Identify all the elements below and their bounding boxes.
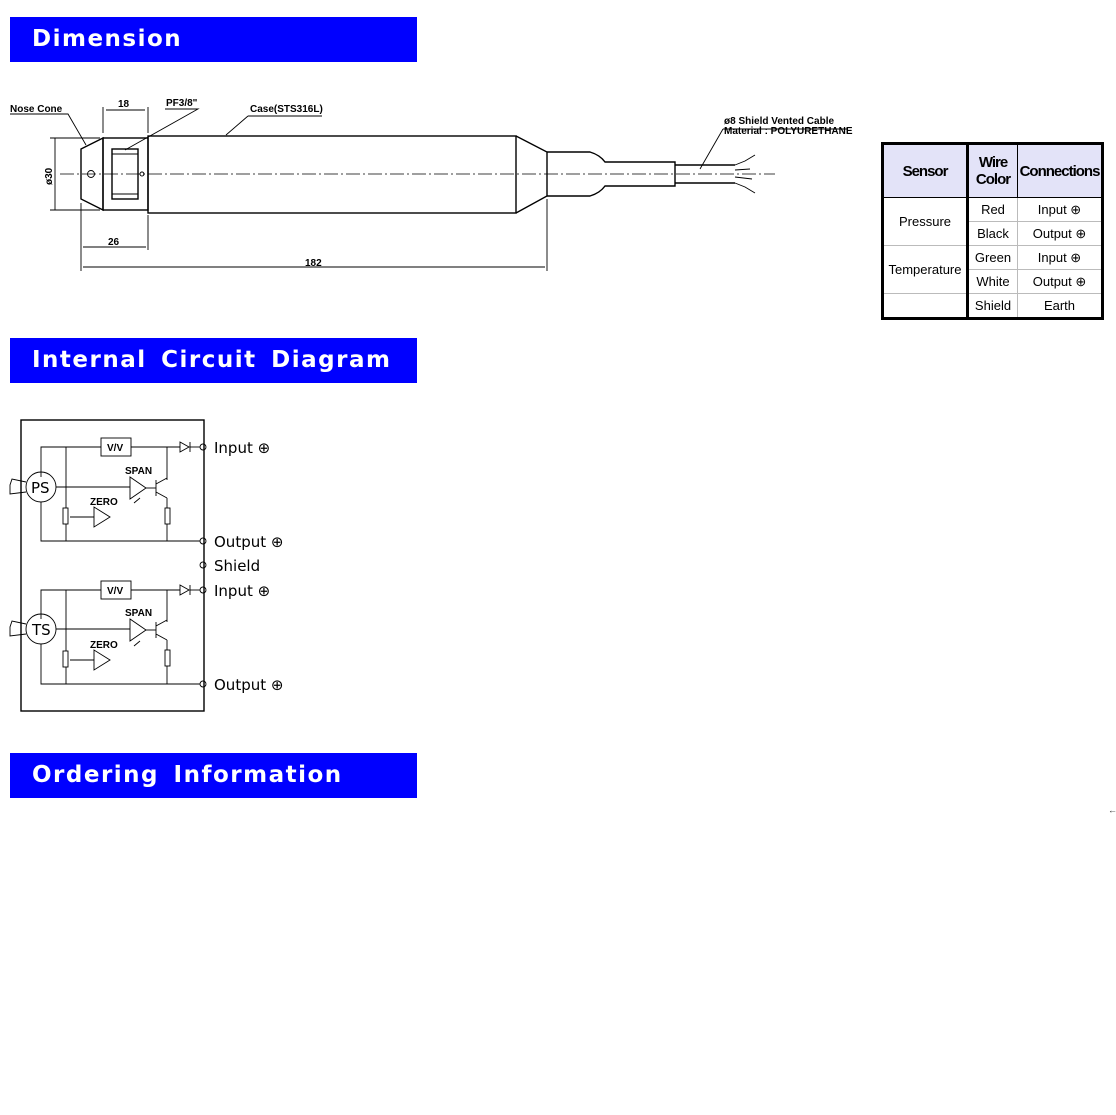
section-header-ordering: Ordering Information (10, 753, 417, 798)
svg-text:TS: TS (31, 621, 51, 639)
terminal-input-2: Input ⊕ (214, 582, 270, 600)
case-body (147, 135, 517, 214)
sensor-temperature: Temperature (882, 245, 969, 294)
label-dim-18: 18 (118, 99, 130, 110)
diode-icon (179, 584, 191, 596)
label-cable-line1: ø8 Shield Vented Cable (724, 116, 834, 127)
return-arrow-icon: ← (1108, 805, 1116, 815)
label-thread: PF3/8" (166, 98, 198, 109)
terminal-output-1: Output ⊕ (214, 533, 283, 551)
pressure-circuit: V/V PS SPAN ZERO (9, 437, 207, 545)
label-diameter: ø30 (44, 167, 55, 185)
label-case: Case(STS316L) (250, 104, 323, 115)
section-header-circuit: Internal Circuit Diagram (10, 338, 417, 383)
terminal-output-2: Output ⊕ (214, 676, 283, 694)
sensor-empty (882, 293, 969, 319)
connection-cell: Input ⊕ (1017, 197, 1103, 222)
connection-cell: Output ⊕ (1017, 221, 1103, 246)
internal-circuit-diagram: V/V PS SPAN ZERO V/V (9, 419, 283, 712)
wire-connection-table: Sensor Wire Color Connections Pressure R… (881, 142, 1104, 320)
svg-text:V/V: V/V (107, 586, 123, 597)
svg-text:SPAN: SPAN (125, 466, 152, 477)
svg-text:V/V: V/V (107, 443, 123, 454)
connection-cell: Input ⊕ (1017, 245, 1103, 270)
label-dim-26: 26 (108, 237, 120, 248)
terminal-input-1: Input ⊕ (214, 439, 270, 457)
section-header-dimension: Dimension (10, 17, 417, 62)
label-nose-cone: Nose Cone (10, 104, 63, 115)
connection-cell: Output ⊕ (1017, 269, 1103, 294)
header-connections: Connections (1017, 143, 1103, 198)
sensor-pressure: Pressure (882, 197, 969, 246)
wire-color-cell: Red (967, 197, 1018, 222)
svg-text:SPAN: SPAN (125, 608, 152, 619)
wire-color-cell: Shield (967, 293, 1018, 319)
header-wire-color: Wire Color (966, 143, 1018, 198)
svg-text:ZERO: ZERO (90, 640, 118, 651)
diode-icon (179, 441, 191, 453)
wire-color-cell: Black (967, 221, 1018, 246)
wire-color-cell: Green (967, 245, 1018, 270)
label-cable-line2: Material : POLYURETHANE (724, 126, 853, 137)
wire-color-cell: White (967, 269, 1018, 294)
svg-text:PS: PS (31, 479, 50, 497)
circuit-enclosure (20, 419, 205, 712)
svg-text:ZERO: ZERO (90, 497, 118, 508)
terminal-shield: Shield (214, 557, 260, 575)
dimension-drawing: Nose Cone 18 PF3/8" Case(STS316L) ø8 Shi… (10, 98, 853, 271)
header-sensor: Sensor (882, 143, 968, 198)
cable-gland (547, 151, 676, 197)
label-dim-182: 182 (305, 258, 322, 269)
connection-cell: Earth (1017, 293, 1103, 319)
temperature-circuit: V/V TS SPAN ZERO (9, 580, 207, 688)
taper-shape (515, 135, 548, 214)
